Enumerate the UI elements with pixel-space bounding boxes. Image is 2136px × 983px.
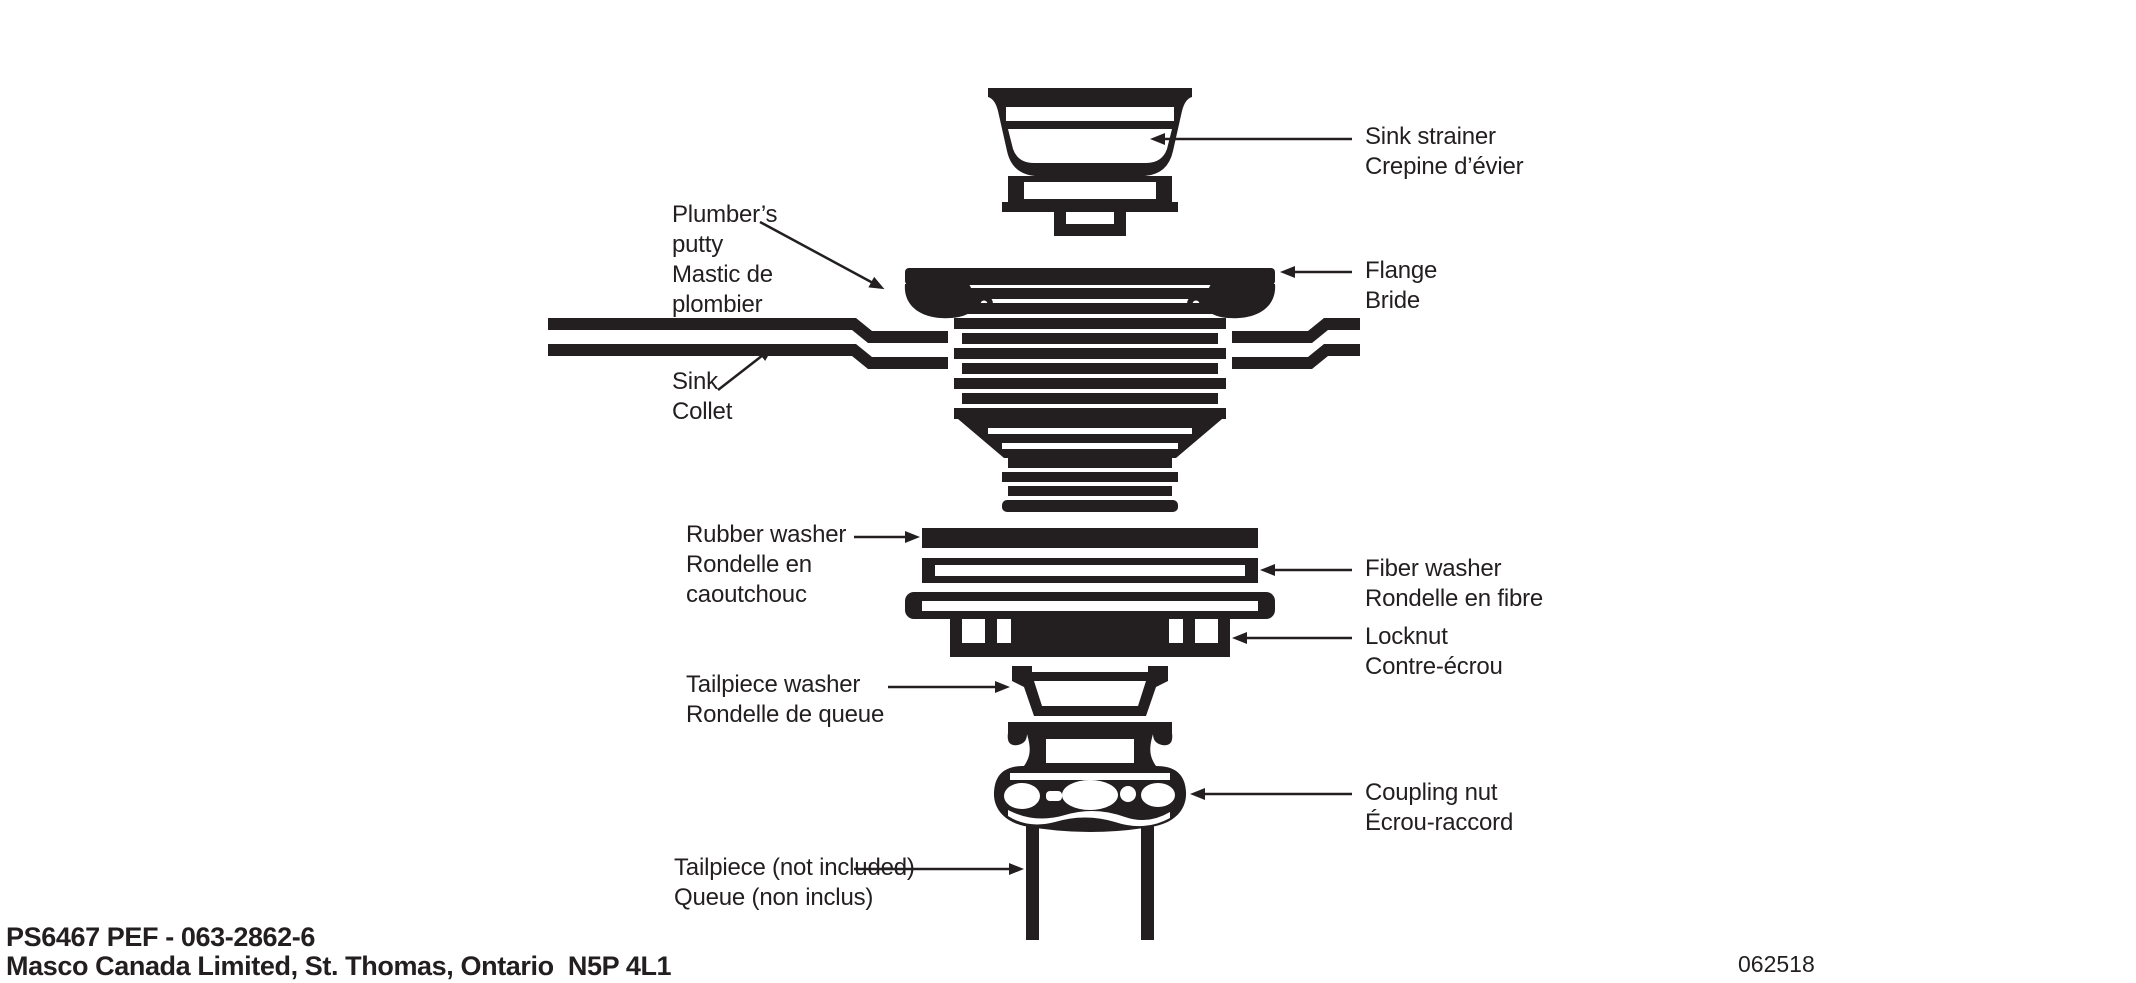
label-locknut-en: Locknut — [1365, 623, 1448, 650]
label-fiber-washer-en: Fiber washer — [1365, 555, 1502, 582]
tailpiece-tube-part — [1026, 826, 1154, 940]
tailpiece-washer-part — [1012, 666, 1168, 716]
label-sink-strainer-en: Sink strainer — [1365, 123, 1496, 150]
label-tailpiece-fr: Queue (non inclus) — [674, 884, 874, 911]
label-plumbers-putty-line3: Mastic de — [672, 261, 773, 288]
label-rubber-washer-line2: Rondelle en — [686, 551, 812, 578]
label-sink: Sink Collet — [672, 367, 732, 427]
label-plumbers-putty: Plumber’s putty Mastic de plombier — [672, 200, 778, 320]
label-sink-strainer: Sink strainer Crepine d’évier — [1365, 122, 1524, 182]
label-tailpiece-washer: Tailpiece washer Rondelle de queue — [686, 670, 884, 730]
label-locknut-fr: Contre-écrou — [1365, 653, 1503, 680]
label-flange: Flange Bride — [1365, 256, 1437, 316]
label-locknut: Locknut Contre-écrou — [1365, 622, 1503, 682]
label-sink-strainer-fr: Crepine d’évier — [1365, 153, 1524, 180]
label-rubber-washer: Rubber washer Rondelle en caoutchouc — [686, 520, 846, 610]
label-coupling-nut-fr: Écrou-raccord — [1365, 809, 1514, 836]
arrow-sink — [717, 347, 774, 391]
footer-part-number: PS6467 PEF - 063-2862-6 — [6, 922, 315, 952]
coupling-nut-part — [993, 722, 1187, 832]
label-tailpiece-washer-en: Tailpiece washer — [686, 671, 861, 698]
sink-cross-section — [548, 318, 1360, 369]
label-coupling-nut-en: Coupling nut — [1365, 779, 1498, 806]
label-tailpiece-washer-fr: Rondelle de queue — [686, 701, 885, 728]
label-plumbers-putty-line1: Plumber’s — [672, 201, 778, 228]
footer-company-address: Masco Canada Limited, St. Thomas, Ontari… — [6, 951, 672, 981]
sink-strainer-basket-part — [988, 88, 1192, 236]
footer-doc-code: 062518 — [1738, 951, 1815, 977]
callout-arrows — [717, 133, 1352, 875]
arrow-plumbers-putty — [759, 220, 885, 290]
label-tailpiece-en: Tailpiece (not included) — [674, 854, 915, 881]
rubber-washer-part — [922, 528, 1258, 548]
label-rubber-washer-line3: caoutchouc — [686, 581, 807, 608]
label-sink-fr: Collet — [672, 398, 733, 425]
label-plumbers-putty-line2: putty — [672, 231, 724, 258]
label-flange-fr: Bride — [1365, 287, 1421, 314]
fiber-washer-part — [922, 558, 1258, 583]
label-rubber-washer-line1: Rubber washer — [686, 521, 847, 548]
flange-threaded-body-part — [904, 268, 1276, 512]
label-coupling-nut: Coupling nut Écrou-raccord — [1365, 778, 1513, 838]
label-fiber-washer-fr: Rondelle en fibre — [1365, 585, 1544, 612]
locknut-part — [905, 592, 1275, 657]
label-sink-en: Sink — [672, 368, 718, 395]
label-fiber-washer: Fiber washer Rondelle en fibre — [1365, 554, 1543, 614]
label-flange-en: Flange — [1365, 257, 1438, 284]
label-tailpiece: Tailpiece (not included) Queue (non incl… — [674, 853, 915, 913]
label-plumbers-putty-line4: plombier — [672, 291, 763, 318]
